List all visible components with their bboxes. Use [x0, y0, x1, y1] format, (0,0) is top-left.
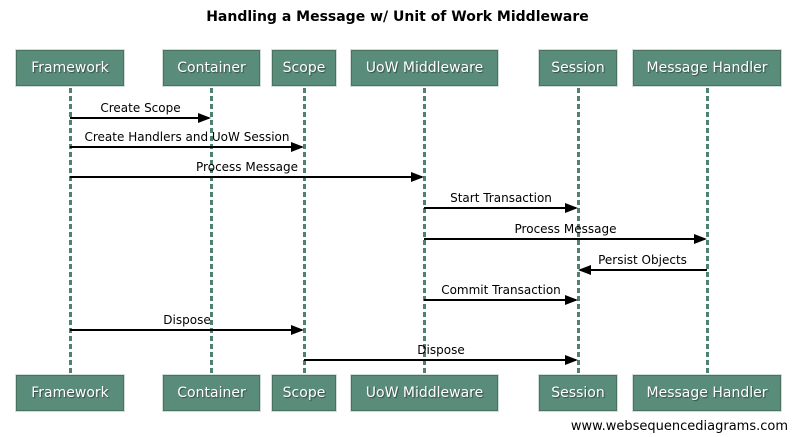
actor-box-top-scope: Scope	[272, 50, 336, 86]
lifeline-session	[577, 88, 580, 376]
message-arrowhead	[565, 203, 578, 213]
message-arrowhead	[411, 172, 424, 182]
message-arrowhead	[578, 265, 591, 275]
message-line	[580, 269, 707, 271]
actor-box-top-session: Session	[539, 50, 617, 86]
message-label: Create Handlers and UoW Session	[84, 130, 290, 144]
message-label: Process Message	[514, 222, 617, 236]
actor-box-bottom-session: Session	[539, 375, 617, 411]
actor-box-bottom-scope: Scope	[272, 375, 336, 411]
message-line	[70, 176, 422, 178]
message-line	[70, 117, 209, 119]
message-line	[424, 238, 705, 240]
lifeline-container	[210, 88, 213, 376]
message-label: Dispose	[163, 313, 211, 327]
lifeline-scope	[303, 88, 306, 376]
lifeline-message-handler	[706, 88, 709, 376]
message-line	[424, 299, 576, 301]
message-line	[304, 359, 576, 361]
lifeline-uow-middleware	[423, 88, 426, 376]
actor-box-bottom-framework: Framework	[16, 375, 124, 411]
message-arrowhead	[291, 325, 304, 335]
actor-box-bottom-container: Container	[163, 375, 260, 411]
watermark-url: www.websequencediagrams.com	[570, 419, 788, 434]
message-arrowhead	[694, 234, 707, 244]
message-label: Persist Objects	[598, 253, 687, 267]
message-arrowhead	[198, 113, 211, 123]
message-arrowhead	[291, 142, 304, 152]
message-arrowhead	[565, 355, 578, 365]
actor-box-top-message-handler: Message Handler	[633, 50, 781, 86]
message-line	[70, 146, 302, 148]
actor-box-bottom-message-handler: Message Handler	[633, 375, 781, 411]
lifeline-framework	[69, 88, 72, 376]
actor-box-bottom-uow-middleware: UoW Middleware	[351, 375, 498, 411]
actor-box-top-container: Container	[163, 50, 260, 86]
diagram-title: Handling a Message w/ Unit of Work Middl…	[206, 9, 589, 25]
message-label: Dispose	[417, 343, 465, 357]
message-line	[424, 207, 576, 209]
message-label: Commit Transaction	[441, 283, 561, 297]
message-label: Process Message	[196, 160, 298, 174]
message-line	[70, 329, 302, 331]
actor-box-top-framework: Framework	[16, 50, 124, 86]
message-label: Start Transaction	[450, 191, 552, 205]
actor-box-top-uow-middleware: UoW Middleware	[351, 50, 498, 86]
message-label: Create Scope	[100, 101, 181, 115]
message-arrowhead	[565, 295, 578, 305]
